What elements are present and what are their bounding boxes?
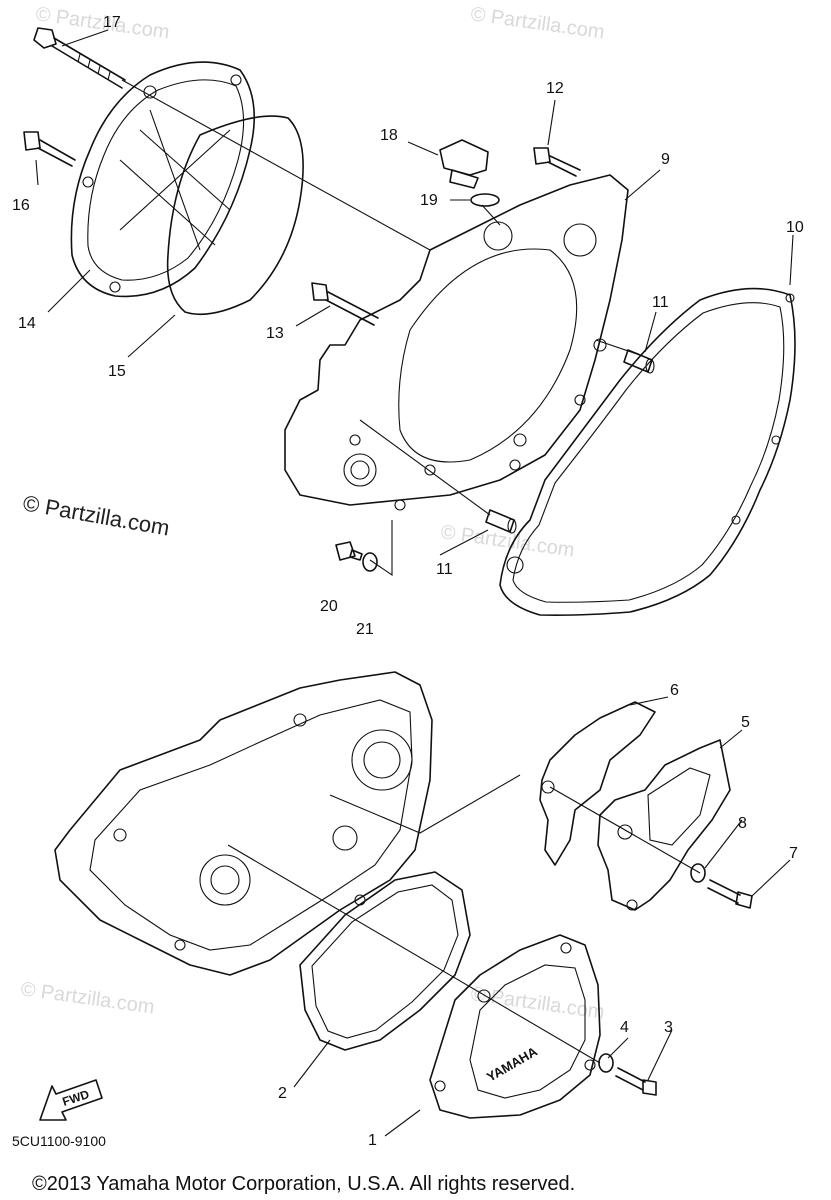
callout-11-lower: 11: [436, 561, 453, 578]
part-19-o-ring: [470, 193, 500, 207]
part-18-plug: [439, 139, 489, 189]
callout-20: 20: [320, 598, 338, 615]
part-7-bolt: [707, 879, 753, 909]
callout-numbers: 17 16 14 15 13 18 19 12 9 10 11 11 20 21…: [12, 14, 804, 1149]
fwd-arrow-icon: FWD: [39, 1079, 103, 1121]
part-1-generator-cover: YAMAHA: [429, 934, 601, 1119]
part-9-crankcase-cover: [284, 174, 629, 511]
leaders-bottom: [227, 696, 791, 1137]
callout-6: 6: [670, 682, 679, 699]
callout-5: 5: [741, 714, 750, 731]
watermark-top: © Partzilla.com: [469, 3, 606, 44]
part-20-bolt: [335, 541, 363, 561]
part-21-washer: [362, 552, 378, 572]
callout-16: 16: [12, 197, 30, 214]
watermark-partzilla: © Partzilla.com: [21, 490, 171, 540]
leaders-top: [35, 29, 794, 577]
callout-11-upper: 11: [652, 294, 669, 311]
watermark-bottom-left: © Partzilla.com: [19, 978, 156, 1019]
part-14-clutch-cover: [70, 61, 255, 298]
part-15-gasket: [166, 115, 304, 316]
callout-15: 15: [108, 363, 126, 380]
callout-13: 13: [266, 325, 284, 342]
crankcase-body: [54, 671, 433, 976]
part-11-dowel-upper: [623, 349, 655, 374]
diagram-code: 5CU1100-9100: [12, 1133, 106, 1149]
part-5-sprocket-cover: [597, 739, 731, 911]
callout-9: 9: [661, 151, 670, 168]
callout-10: 10: [786, 219, 804, 236]
callout-19: 19: [420, 192, 438, 209]
part-3-bolt: [615, 1067, 657, 1096]
part-8-washer: [690, 863, 706, 883]
callout-18: 18: [380, 127, 398, 144]
callout-21: 21: [356, 621, 374, 638]
part-4-washer: [598, 1053, 614, 1073]
part-6-bracket: [539, 701, 656, 866]
callout-3: 3: [664, 1019, 673, 1036]
cover-brand-text: YAMAHA: [484, 1043, 540, 1084]
part-10-gasket: [499, 287, 796, 616]
callout-1: 1: [368, 1132, 377, 1149]
part-16-bolt: [23, 131, 76, 167]
callout-7: 7: [789, 845, 798, 862]
callout-4: 4: [620, 1019, 629, 1036]
callout-12: 12: [546, 80, 564, 97]
part-13-bolt: [311, 282, 379, 326]
part-2-gasket: [299, 871, 471, 1051]
callout-2: 2: [278, 1085, 287, 1102]
callout-17: 17: [103, 14, 121, 31]
part-17-bolt: [33, 27, 126, 89]
part-11-dowel-lower: [485, 509, 517, 534]
copyright-text: ©2013 Yamaha Motor Corporation, U.S.A. A…: [32, 1173, 575, 1195]
callout-8: 8: [738, 815, 747, 832]
callout-14: 14: [18, 315, 36, 332]
part-12-bolt: [533, 147, 581, 177]
